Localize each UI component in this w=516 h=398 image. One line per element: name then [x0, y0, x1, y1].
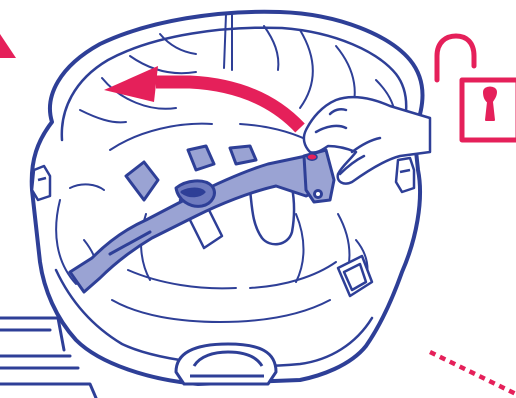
- front-handle: [174, 342, 278, 386]
- hand: [302, 95, 432, 185]
- curved-arrow-icon: [104, 66, 305, 133]
- harness-bar: [68, 144, 336, 294]
- left-handle-hinge: [30, 164, 52, 202]
- release-button: [306, 153, 318, 161]
- right-handle-hinge: [394, 156, 416, 194]
- unlocked-padlock-icon: [434, 33, 516, 143]
- dotted-guide-line: [429, 349, 516, 397]
- corner-arrow-tip-icon: [0, 34, 16, 58]
- side-pocket: [336, 254, 374, 298]
- canopy-fabric: [79, 13, 397, 129]
